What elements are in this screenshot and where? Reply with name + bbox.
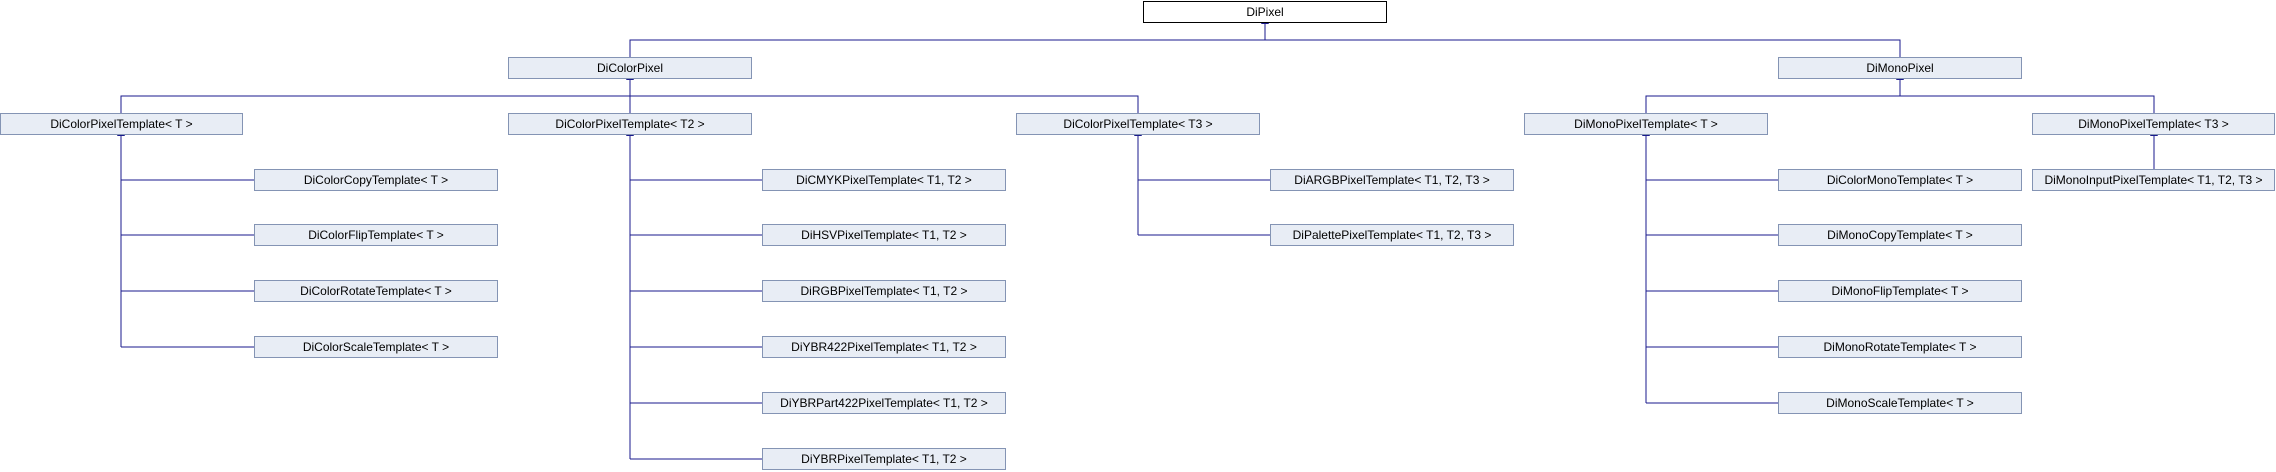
node-dicolorrotatetemplate[interactable]: DiColorRotateTemplate< T > [254,280,498,302]
node-dimonofliptemplate[interactable]: DiMonoFlipTemplate< T > [1778,280,2022,302]
node-diybr422pixeltemplate[interactable]: DiYBR422PixelTemplate< T1, T2 > [762,336,1006,358]
node-dicolorscaletemplate[interactable]: DiColorScaleTemplate< T > [254,336,498,358]
node-dicolorpixel[interactable]: DiColorPixel [508,57,752,79]
node-dimonopixeltemplate-t3[interactable]: DiMonoPixelTemplate< T3 > [2032,113,2275,135]
edge-dipixel-dimonopixel [1265,39,1901,57]
node-dimonorotatetemplate[interactable]: DiMonoRotateTemplate< T > [1778,336,2022,358]
node-dicolorpixeltemplate-t2[interactable]: DiColorPixelTemplate< T2 > [508,113,752,135]
node-dicolorpixeltemplate-t3[interactable]: DiColorPixelTemplate< T3 > [1016,113,1260,135]
node-dimonoinputpixeltemplate[interactable]: DiMonoInputPixelTemplate< T1, T2, T3 > [2032,169,2275,191]
node-dimonopixeltemplate-t[interactable]: DiMonoPixelTemplate< T > [1524,113,1768,135]
edge-dipixel-dicolorpixel [629,24,1266,57]
node-dicolorpixeltemplate-t[interactable]: DiColorPixelTemplate< T > [0,113,243,135]
node-dimonocopytemplate[interactable]: DiMonoCopyTemplate< T > [1778,224,2022,246]
node-dicolorfliptemplate[interactable]: DiColorFlipTemplate< T > [254,224,498,246]
node-dipalettepixeltemplate[interactable]: DiPalettePixelTemplate< T1, T2, T3 > [1270,224,1514,246]
node-dihsvpixeltemplate[interactable]: DiHSVPixelTemplate< T1, T2 > [762,224,1006,246]
node-dicmykpixeltemplate[interactable]: DiCMYKPixelTemplate< T1, T2 > [762,169,1006,191]
edge-dicolorpixel-t [120,80,631,113]
edge-dimonopixel-t3 [1900,95,2155,113]
node-dirgbpixeltemplate[interactable]: DiRGBPixelTemplate< T1, T2 > [762,280,1006,302]
node-dimonopixel[interactable]: DiMonoPixel [1778,57,2022,79]
edge-dicolorpixel-t3 [630,95,1139,113]
node-diybrpixeltemplate[interactable]: DiYBRPixelTemplate< T1, T2 > [762,448,1006,470]
node-dicolormonotemplate[interactable]: DiColorMonoTemplate< T > [1778,169,2022,191]
node-diybrpart422pixeltemplate[interactable]: DiYBRPart422PixelTemplate< T1, T2 > [762,392,1006,414]
node-dipixel[interactable]: DiPixel [1143,1,1387,23]
edge-dimonopixel-t [1645,80,1901,113]
node-dicolorcopytemplate[interactable]: DiColorCopyTemplate< T > [254,169,498,191]
node-diargbpixeltemplate[interactable]: DiARGBPixelTemplate< T1, T2, T3 > [1270,169,1514,191]
node-dimonoscaletemplate[interactable]: DiMonoScaleTemplate< T > [1778,392,2022,414]
